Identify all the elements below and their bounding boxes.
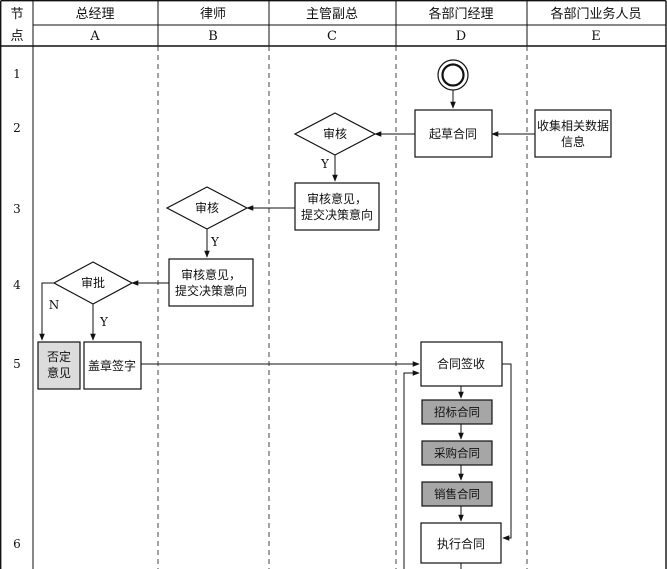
execute-contract-box: 执行合同	[420, 522, 502, 564]
tender-contract-box: 招标合同	[421, 399, 493, 425]
review-b-yes-label: Y	[210, 235, 220, 249]
lane-d-role: 各部门经理	[428, 6, 493, 22]
edge-return-loop-left	[403, 370, 420, 569]
purchase-contract-box: 采购合同	[421, 440, 493, 466]
lane-c-role: 主管副总	[306, 7, 358, 22]
row-number-1: 1	[13, 67, 21, 81]
approve-a-yes-label: Y	[99, 315, 109, 329]
opinion-b-label-2: 提交决策意向	[175, 283, 247, 298]
draft-contract-label: 起草合同	[429, 126, 477, 141]
collect-info-box: 收集相关数据 信息	[534, 109, 612, 158]
seal-sign-box: 盖章签字	[83, 341, 142, 390]
reject-opinion-label-1: 否定	[47, 349, 71, 364]
connectors	[39, 90, 535, 569]
lane-b-code: B	[208, 29, 218, 44]
opinion-c-box: 审核意见， 提交决策意向	[294, 182, 380, 231]
contract-receive-box: 合同签收	[420, 341, 503, 387]
start-node	[437, 59, 469, 91]
collect-info-label-1: 收集相关数据	[537, 118, 609, 133]
tender-contract-label: 招标合同	[434, 405, 480, 419]
lane-d-code: D	[456, 29, 466, 44]
sales-contract-label: 销售合同	[434, 487, 480, 501]
contract-receive-label: 合同签收	[437, 356, 485, 371]
lane-dividers	[157, 46, 528, 569]
review-c-yes-label: Y	[320, 157, 330, 171]
node-col-label-top: 节	[10, 7, 23, 22]
opinion-c-label-2: 提交决策意向	[301, 207, 373, 222]
reject-opinion-label-2: 意见	[47, 365, 71, 380]
row-number-5: 5	[13, 357, 21, 371]
approve-a-label: 审批	[81, 275, 105, 290]
reject-opinion-box: 否定 意见	[37, 341, 81, 390]
opinion-c-label-1: 审核意见，	[307, 191, 367, 206]
row-numbers: 1 2 3 4 5 6	[13, 67, 21, 551]
review-b-label: 审核	[195, 200, 219, 215]
approve-a-diamond: 审批	[52, 261, 134, 305]
lane-a-code: A	[89, 29, 100, 44]
collect-info-label-2: 信息	[561, 134, 585, 149]
header-dividers	[32, 0, 666, 569]
draft-contract-box: 起草合同	[414, 109, 493, 158]
opinion-b-box: 审核意见， 提交决策意向	[168, 258, 254, 307]
lane-b-role: 律师	[200, 7, 226, 22]
opinion-b-label-1: 审核意见，	[181, 267, 241, 282]
header: 节 点 总经理 A 律师 B 主管副总 C 各部门经理 D 各部门业务人员 E	[10, 6, 641, 44]
row-number-2: 2	[13, 121, 21, 135]
lane-a-role: 总经理	[75, 7, 114, 22]
purchase-contract-label: 采购合同	[434, 446, 480, 460]
seal-sign-label: 盖章签字	[88, 358, 136, 373]
node-col-label-bottom: 点	[10, 29, 23, 44]
lane-e-role: 各部门业务人员	[550, 6, 641, 22]
row-number-6: 6	[13, 537, 21, 551]
row-number-4: 4	[13, 278, 21, 292]
review-c-label: 审核	[323, 126, 347, 141]
edge-receive-loop-right	[502, 363, 512, 541]
lane-e-code: E	[591, 29, 601, 44]
execute-contract-label: 执行合同	[437, 536, 485, 551]
review-b-diamond: 审核	[165, 186, 249, 230]
approve-a-no-label: N	[49, 298, 60, 312]
row-number-3: 3	[13, 202, 21, 216]
sales-contract-box: 销售合同	[421, 481, 493, 507]
review-c-diamond: 审核	[293, 112, 377, 156]
lane-c-code: C	[327, 29, 337, 44]
edge-approve-to-reject	[39, 282, 54, 341]
